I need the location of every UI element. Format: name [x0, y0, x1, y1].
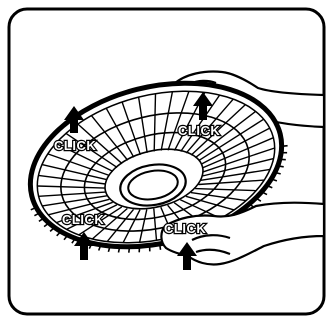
click-label-upper-left: CLICK	[54, 138, 96, 153]
grille-tooth	[160, 244, 161, 250]
click-label-lower-left: CLICK	[62, 212, 104, 227]
grille-tooth	[129, 247, 130, 253]
grille-tooth	[278, 166, 284, 167]
click-label-lower-right: CLICK	[164, 221, 206, 236]
grille-tooth	[282, 146, 288, 147]
click-label-upper-right: CLICK	[178, 123, 220, 138]
